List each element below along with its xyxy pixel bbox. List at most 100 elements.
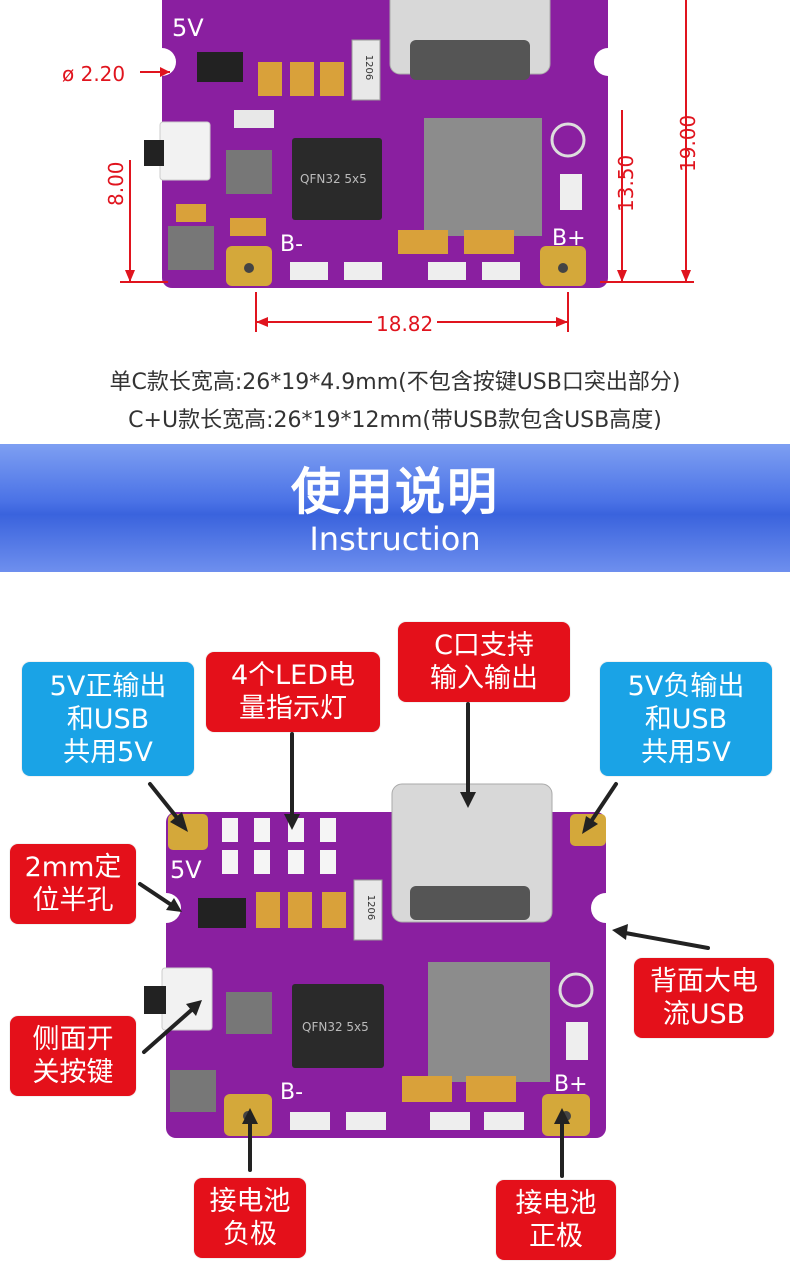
arrow-head (166, 898, 182, 912)
top-component (464, 230, 514, 254)
top-component (234, 110, 274, 128)
bottom-chip (292, 984, 384, 1068)
bottom-sot23 (198, 898, 246, 928)
top-pad-hole (558, 263, 568, 273)
callout-line: 5V负输出 (627, 670, 745, 702)
callout-line: 2mm定 (24, 852, 122, 883)
callout-line: 量指示灯 (239, 693, 347, 724)
top-component (320, 62, 344, 96)
top-sot-lower (168, 226, 214, 270)
callout-line: 共用5V (63, 736, 153, 768)
top-typec-inner (410, 40, 530, 80)
bottom-component (430, 1112, 470, 1130)
dim-arrow (256, 317, 268, 327)
bottom-sot (226, 992, 272, 1034)
bottom-inductor-large (428, 962, 550, 1082)
arrow-head (582, 816, 598, 834)
top-board-drawing (120, 0, 694, 332)
dim-arrow (556, 317, 568, 327)
bottom-inductor-label: 1206 (365, 894, 377, 921)
banner-subtitle: Instruction (309, 520, 481, 558)
bottom-led (320, 818, 336, 842)
callout-back-usb: 背面大电 流USB (634, 958, 774, 1038)
callout-5v-positive: 5V正输出 和USB 共用5V (22, 662, 194, 776)
bottom-side-switch (161, 967, 213, 1031)
callout-line: 关按键 (32, 1057, 114, 1088)
callout-line: 位半孔 (32, 885, 114, 916)
bottom-led (288, 850, 304, 874)
top-sot23 (197, 52, 243, 82)
bottom-label-b-minus: B- (280, 1080, 304, 1105)
callout-line: C口支持 (434, 630, 534, 661)
callout-line: 5V正输出 (49, 670, 167, 702)
callout-side-switch: 侧面开 关按键 (10, 1016, 136, 1096)
callout-line: 接电池 (515, 1188, 597, 1219)
bottom-component (290, 1112, 330, 1130)
dim-arrow (617, 270, 627, 282)
dim-arrow (125, 270, 135, 282)
top-half-hole-right (594, 48, 622, 76)
callout-line: 4个LED电 (230, 660, 356, 691)
bottom-typec-inner (410, 886, 530, 920)
bottom-component (466, 1076, 516, 1102)
top-component (344, 262, 382, 280)
arrow-head (554, 1108, 570, 1124)
callout-line: 和USB (644, 703, 728, 735)
callout-line: 接电池 (209, 1186, 291, 1217)
callout-line: 流USB (662, 999, 746, 1030)
bottom-half-hole-right (591, 893, 621, 923)
arrow-head (612, 924, 628, 940)
callout-line: 和USB (66, 703, 150, 735)
arrow-head (242, 1108, 258, 1124)
arrow-5v-neg (586, 782, 618, 828)
top-component (290, 62, 314, 96)
instruction-banner (0, 444, 790, 572)
bottom-component (288, 892, 312, 928)
dim-arrow (160, 67, 170, 77)
top-component (428, 262, 466, 280)
bottom-led (320, 850, 336, 874)
callout-line: 正极 (529, 1221, 583, 1252)
bottom-component (322, 892, 346, 928)
bottom-component (346, 1112, 386, 1130)
bottom-component (256, 892, 280, 928)
callout-battery-positive: 接电池 正极 (496, 1180, 616, 1260)
arrow-back (618, 930, 710, 950)
bottom-label-5v: 5V (170, 856, 202, 884)
top-label-b-minus: B- (280, 232, 304, 257)
top-chip (292, 138, 382, 220)
callout-half-hole: 2mm定 位半孔 (10, 844, 136, 924)
top-switch-knob (144, 140, 164, 166)
dim-hole-label: ø 2.20 (62, 62, 126, 86)
bottom-inductor-1206 (353, 879, 383, 941)
bottom-led (222, 850, 238, 874)
top-component (258, 62, 282, 96)
bottom-chip-label: QFN32 5x5 (302, 1020, 369, 1034)
bottom-switch-knob (144, 986, 166, 1014)
caption-single-c: 单C款长宽高:26*19*4.9mm(不包含按键USB口突出部分) (109, 370, 681, 395)
top-label-5v: 5V (172, 14, 204, 42)
bottom-component (402, 1076, 452, 1102)
top-logo-mark (550, 122, 586, 158)
top-label-b-plus: B+ (552, 226, 586, 251)
bottom-led (254, 850, 270, 874)
top-sot (226, 150, 272, 194)
arrow-head (460, 792, 476, 808)
top-half-hole (148, 48, 176, 76)
callout-line: 侧面开 (32, 1024, 114, 1055)
callout-battery-negative: 接电池 负极 (194, 1178, 306, 1258)
banner-title: 使用说明 (291, 463, 499, 521)
top-component (560, 174, 582, 210)
bottom-led (222, 818, 238, 842)
bottom-component (566, 1022, 588, 1060)
dim-bottom-label: 18.82 (372, 312, 438, 336)
arrow-head (186, 1000, 202, 1016)
callout-5v-negative: 5V负输出 和USB 共用5V (600, 662, 772, 776)
top-inductor-large (424, 118, 542, 236)
callout-line: 输入输出 (430, 663, 538, 694)
top-component (290, 262, 328, 280)
arrow-head (284, 814, 300, 830)
bottom-led (254, 818, 270, 842)
bottom-sot-lower (170, 1070, 216, 1112)
callout-line: 共用5V (641, 736, 731, 768)
